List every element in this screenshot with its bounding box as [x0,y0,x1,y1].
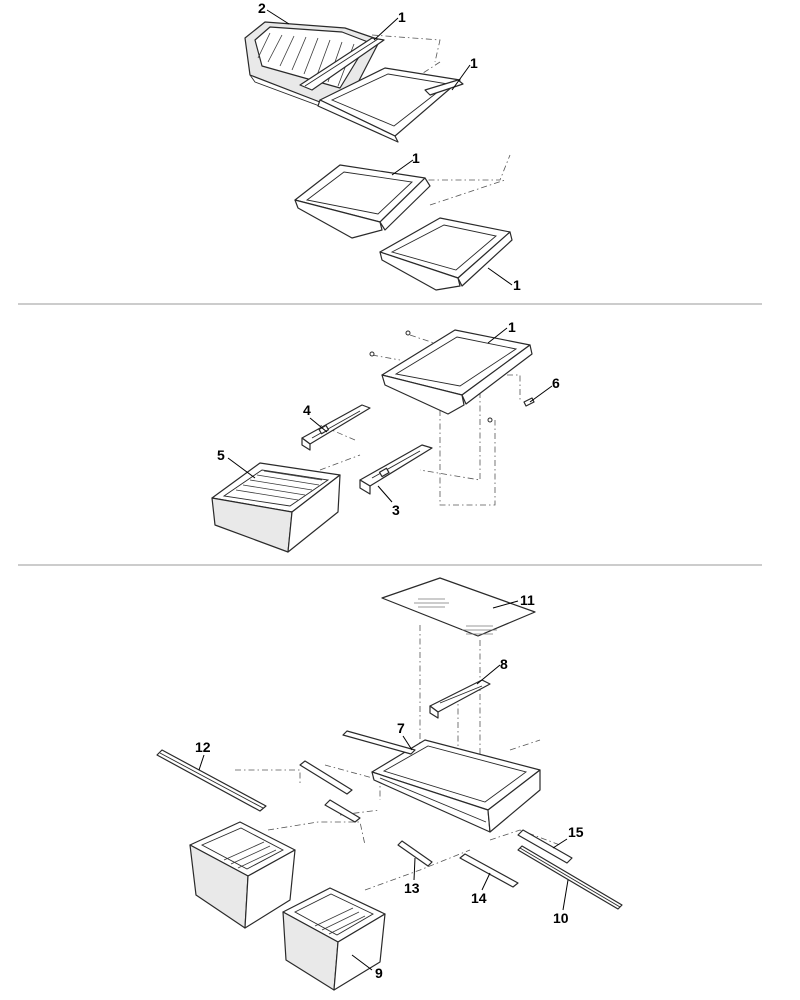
slide-rail-part-3 [359,444,433,495]
callout-13: 13 [404,880,420,896]
rail-part-8 [429,679,491,719]
callout-1: 1 [398,9,406,25]
guide-line [489,829,561,846]
callouts-section-1: 2 1 1 1 1 [258,0,521,293]
rail-part-13 [397,840,433,867]
trim-bar-part-12 [156,749,267,812]
strip-trim [342,730,416,755]
section-middle-shelves: 1 6 4 5 3 [211,319,560,553]
callout-6: 6 [552,375,560,391]
guide-line [364,849,471,891]
section-bottom-crispers: 11 8 7 12 15 13 14 10 9 [156,577,623,991]
guide-line [419,61,441,76]
callouts-section-2: 1 6 4 5 3 [217,319,560,518]
rail-part-15 [517,829,573,864]
callout-1: 1 [470,55,478,71]
callout-15: 15 [568,824,584,840]
callout-11: 11 [520,592,535,608]
guide-line [235,769,301,785]
guide-line [371,34,441,63]
shelf-part-1-c [294,164,431,239]
guide-line [429,179,506,206]
screw-part-6 [523,397,535,407]
callout-2: 2 [258,0,266,16]
screw-hardware [369,330,493,423]
callout-4: 4 [303,402,311,418]
callout-7: 7 [397,720,405,736]
callout-14: 14 [471,890,487,906]
guide-line [319,454,361,471]
guide-line [439,410,496,506]
callout-10: 10 [553,910,569,926]
callout-1: 1 [412,150,420,166]
shelf-part-1-b [317,67,464,143]
small-rail [299,760,353,795]
callouts-section-3: 11 8 7 12 15 13 14 10 9 [195,592,584,981]
guide-line [480,374,521,400]
shelf-part-1-a [299,37,385,91]
callout-1: 1 [513,277,521,293]
callout-5: 5 [217,447,225,463]
callout-8: 8 [500,656,508,672]
drawer-part-5 [211,462,341,553]
guide-line [509,739,541,751]
callout-1: 1 [508,319,516,335]
crisper-drawer-left [189,821,296,929]
shelf-frame-part-7 [371,739,541,833]
shelf-part-1-e [381,329,533,415]
guide-line [371,354,401,361]
crisper-drawer-part-9 [282,887,386,991]
glass-reflection-marks [414,598,497,635]
callout-12: 12 [195,739,211,755]
rail-part-14 [459,853,519,888]
section-top-shelves: 2 1 1 1 1 [244,0,521,293]
guide-line [267,821,366,846]
slide-rail-part-4 [301,404,371,451]
callout-3: 3 [392,502,400,518]
rod-part-10 [517,845,623,910]
shelf-part-1-d [379,217,513,291]
guide-line [415,154,511,181]
glass-panel-part-11 [381,577,536,637]
callout-9: 9 [375,965,383,981]
small-rail [324,799,361,823]
